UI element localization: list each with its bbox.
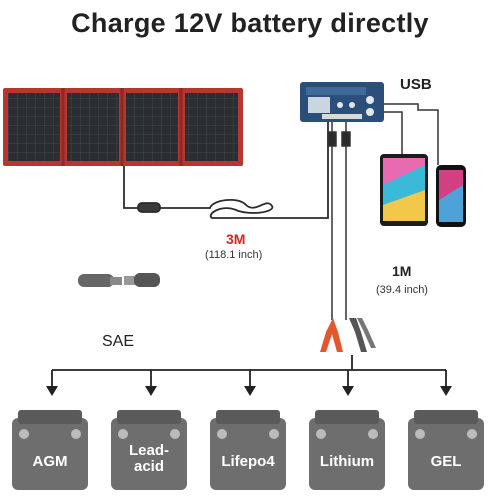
cable-3m — [123, 118, 329, 219]
solar-panel-icon — [3, 88, 243, 166]
alligator-clip-icon — [320, 318, 376, 352]
usb-label: USB — [400, 76, 432, 93]
controller-icon — [300, 82, 384, 122]
battery-label-gel: GEL — [430, 453, 462, 470]
cable-1m — [327, 122, 351, 320]
distribution-arrows — [51, 355, 447, 388]
tablet-icon — [380, 154, 428, 226]
battery-label-lifepo4: Lifepo4 — [221, 453, 275, 470]
battery-label-agm: AGM — [32, 453, 68, 470]
page-title: Charge 12V battery directly — [71, 8, 429, 38]
phone-icon — [436, 165, 466, 227]
battery-icon — [210, 410, 286, 490]
battery-label-lead-acid: Lead-acid — [128, 442, 169, 475]
sae-label: SAE — [102, 333, 135, 350]
cable-3m-length: 3M — [226, 231, 246, 247]
cable-3m-inches: (118.1 inch) — [205, 249, 263, 261]
sae-connector-icon — [78, 273, 160, 287]
battery-icon — [111, 410, 187, 490]
usb-cables — [384, 103, 439, 165]
cable-1m-inches: (39.4 inch) — [376, 284, 428, 296]
battery-icon — [408, 410, 484, 490]
battery-icon — [309, 410, 385, 490]
battery-label-lithium: Lithium — [319, 453, 375, 470]
battery-icon — [12, 410, 88, 490]
cable-1m-length: 1M — [392, 263, 412, 279]
